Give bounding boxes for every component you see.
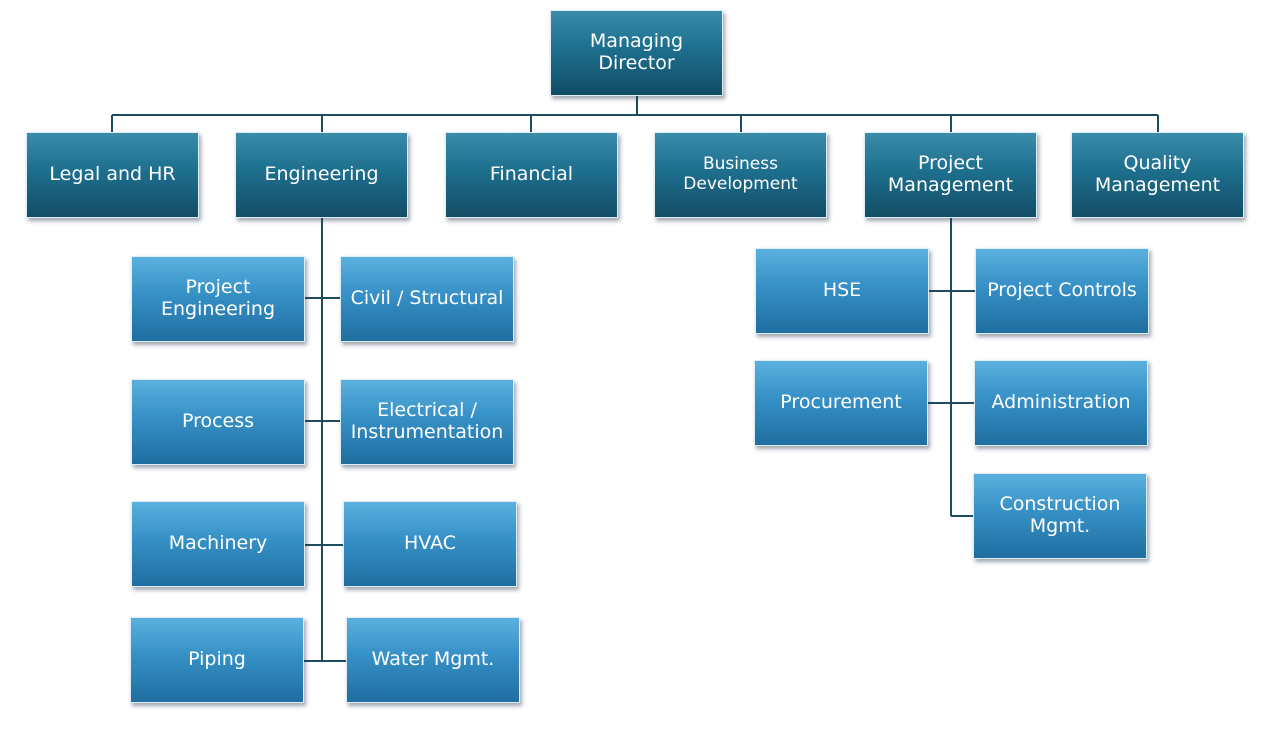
department-engineering: Engineering <box>235 132 408 218</box>
managing-director-label: Managing Director <box>589 30 684 74</box>
unit-label: Process <box>181 410 255 433</box>
managing-director-box: Managing Director <box>550 10 723 96</box>
engineering-piping: Piping <box>130 617 304 703</box>
department-financial: Financial <box>445 132 618 218</box>
department-label: Project Management <box>887 152 1014 196</box>
unit-label: HSE <box>822 279 862 302</box>
engineering-project-engineering: Project Engineering <box>131 256 305 342</box>
unit-label: HVAC <box>404 532 456 555</box>
engineering-hvac: HVAC <box>343 501 517 587</box>
department-legal-hr: Legal and HR <box>26 132 199 218</box>
engineering-water-mgmt: Water Mgmt. <box>346 617 520 703</box>
unit-label: Administration <box>991 391 1131 414</box>
engineering-electrical-instrumentation: Electrical / Instrumentation <box>340 379 514 465</box>
department-business-development: Business Development <box>654 132 827 218</box>
unit-label: Project Engineering <box>161 276 275 320</box>
department-quality-management: Quality Management <box>1071 132 1244 218</box>
department-label: Engineering <box>264 163 379 186</box>
unit-label: Machinery <box>168 532 268 555</box>
unit-label: Electrical / Instrumentation <box>350 399 504 443</box>
pm-project-controls: Project Controls <box>975 248 1149 334</box>
unit-label: Construction Mgmt. <box>999 493 1121 537</box>
unit-label: Civil / Structural <box>350 287 504 310</box>
department-project-management: Project Management <box>864 132 1037 218</box>
department-label: Business Development <box>683 154 798 194</box>
engineering-civil-structural: Civil / Structural <box>340 256 514 342</box>
engineering-process: Process <box>131 379 305 465</box>
pm-administration: Administration <box>974 360 1148 446</box>
unit-label: Procurement <box>780 391 902 414</box>
pm-procurement: Procurement <box>754 360 928 446</box>
department-label: Quality Management <box>1094 152 1221 196</box>
pm-construction-mgmt: Construction Mgmt. <box>973 473 1147 559</box>
engineering-machinery: Machinery <box>131 501 305 587</box>
department-label: Financial <box>489 163 574 186</box>
unit-label: Project Controls <box>987 279 1137 302</box>
department-label: Legal and HR <box>49 163 176 186</box>
unit-label: Water Mgmt. <box>371 648 495 671</box>
unit-label: Piping <box>188 648 246 671</box>
pm-hse: HSE <box>755 248 929 334</box>
